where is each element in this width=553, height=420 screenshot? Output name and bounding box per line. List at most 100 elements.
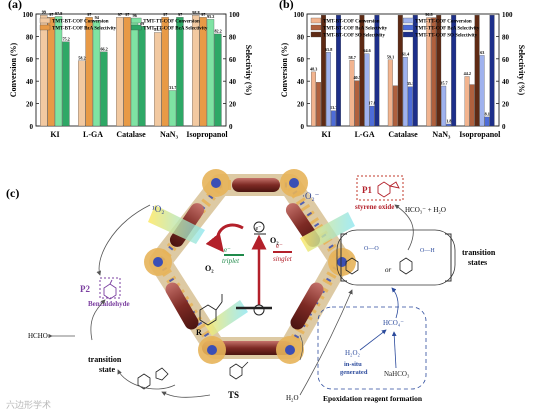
chart-b-data-label: 63	[480, 50, 484, 55]
chart-b-bar	[484, 116, 490, 127]
chart-a-data-label: 31.7	[169, 85, 176, 90]
chart-b-bar	[397, 14, 403, 127]
transition-states-right: or O—H O—O	[336, 229, 456, 286]
chart-b-bar	[336, 14, 341, 127]
o2-left-label: O₂	[205, 264, 214, 273]
chart-b-data-label: 17.8	[368, 101, 375, 106]
chart-a-category-label: NaN₃	[160, 130, 179, 139]
chart-b-data-label: 59.1	[387, 54, 394, 59]
chart-b-ytick-label: 0	[301, 123, 305, 131]
chart-a-y2tick-label: 40	[229, 78, 237, 86]
singlet-label: singlet	[273, 255, 293, 263]
superoxide-label: ·O₂⁻	[302, 191, 320, 201]
transition-state-left-icon	[137, 367, 169, 390]
chart-a-data-label: 75.2	[62, 36, 69, 41]
chart-a-data-label: 98.8	[192, 10, 199, 15]
chart-a-legend-label: TMT-TT-COF BzA Selectivity	[143, 27, 208, 32]
svg-text:O—H: O—H	[420, 248, 435, 254]
chart-a-data-label: 99	[42, 10, 46, 15]
chart-a-bar	[176, 17, 184, 127]
chart-b-legend-label: TMT-BT-COF SO Selectivity	[323, 34, 385, 39]
chart-a-bar	[54, 16, 63, 127]
chart-b-y2tick-label: 40	[502, 78, 510, 86]
chart-b-legend-swatch	[310, 17, 322, 24]
chart-b-bar	[446, 123, 452, 127]
chart-a-y2tick-label: 80	[229, 33, 237, 41]
chart-b-legend-label: TMT-TT-COF BzA Selectivity	[415, 27, 480, 32]
chart-b-data-label: 13.7	[330, 105, 337, 110]
energy-diagram: e⁻ e⁻ triplet e⁻ singlet	[205, 221, 293, 316]
chart-a-ytick-label: 100	[23, 11, 34, 19]
cof-hexagon	[144, 169, 356, 364]
chart-a-data-label: 97	[49, 12, 53, 17]
hco4-label: HCO₄⁻	[383, 319, 404, 327]
chart-a-data-label: 97	[178, 12, 182, 17]
singlet-oxygen-label: ¹O₂	[152, 204, 164, 214]
chart-a-legend-swatch	[131, 17, 142, 24]
chart-a-bar	[192, 15, 200, 127]
styrene-oxide-icon	[377, 181, 400, 198]
chart-b-legend-label: TMT-TT-COF SO Selectivity	[415, 34, 477, 39]
p2-label: P2	[80, 284, 90, 294]
chart-b-bar	[374, 14, 380, 127]
chart-a-bar	[206, 19, 215, 127]
chart-a-bar	[85, 17, 93, 127]
chart-b-data-label: 1.8	[446, 118, 451, 123]
chart-b-bar	[479, 55, 485, 127]
styrene-substrate-icon	[199, 294, 223, 326]
chart-b-bar	[316, 82, 321, 127]
chart-b-ytick-label: 60	[297, 56, 305, 64]
chart-b-data-label: 64.6	[363, 48, 370, 53]
chart-a-data-label: 94	[95, 15, 100, 20]
nahco3-label: NaHCO₃	[384, 370, 410, 378]
rod-bottom-right	[290, 282, 324, 330]
p1-name: styrene oxide	[355, 203, 394, 211]
chart-a-category-label: KI	[50, 130, 59, 139]
chart-b-bar	[426, 17, 432, 127]
chart-a-bar	[123, 17, 131, 127]
chart-a-bar	[154, 32, 162, 127]
chart-b-y2tick-label: 60	[502, 56, 510, 64]
chart-b-bar	[451, 14, 457, 127]
chart-a-bar	[78, 60, 86, 127]
chart-a-legend-label: TMT-TT-COF Conversion	[143, 20, 200, 25]
chart-a-ylabel: Conversion (%)	[9, 42, 18, 97]
chart-b-bar	[436, 14, 442, 127]
chart-b-legend-swatch	[403, 17, 414, 24]
chart-a-data-label: 97.8	[55, 11, 62, 16]
p1-box	[356, 175, 404, 201]
rod-top	[232, 178, 280, 192]
hcho-label: HCHO	[28, 332, 48, 340]
chart-b-y2tick-label: 0	[502, 123, 506, 131]
chart-b-ytick-label: 20	[297, 101, 305, 109]
chart-b-bar	[369, 105, 375, 127]
electron-left-label: e⁻	[224, 246, 231, 254]
chart-b-legend-label: TMT-TT-COF Conversion	[415, 20, 472, 25]
chart-a-bar	[62, 41, 70, 127]
chart-a-bar	[130, 18, 139, 127]
chart-b-data-label: 48.3	[310, 66, 317, 71]
chart-a-data-label: 58.2	[78, 55, 85, 60]
chart-a-ytick-label: 20	[26, 101, 34, 109]
chart-b-ytick-label: 40	[297, 78, 305, 86]
chart-b-category-label: KI	[322, 130, 331, 139]
chart-a-legend-swatch	[39, 17, 51, 24]
chart-b-legend-swatch	[403, 24, 414, 31]
chart-a-legend-label: TMT-BT-COF Conversion	[52, 20, 109, 25]
chart-b-bar	[331, 110, 336, 127]
chart-a-legend-swatch	[39, 24, 51, 31]
light-beam-left	[148, 205, 205, 244]
chart-a-bar	[47, 17, 55, 127]
chart-a-data-label: 89	[140, 21, 144, 26]
svg-text:O—O: O—O	[364, 246, 379, 252]
r-label: R	[196, 328, 202, 337]
chart-b-data-label: 35.7	[440, 81, 447, 86]
chart-b-y2tick-label: 100	[502, 11, 513, 19]
chart-b-bar	[321, 14, 326, 127]
chart-b-category-label: NaN₃	[432, 130, 451, 139]
chart-b-ylabel: Conversion (%)	[280, 42, 289, 97]
watermark: 六边形学术	[6, 401, 52, 411]
